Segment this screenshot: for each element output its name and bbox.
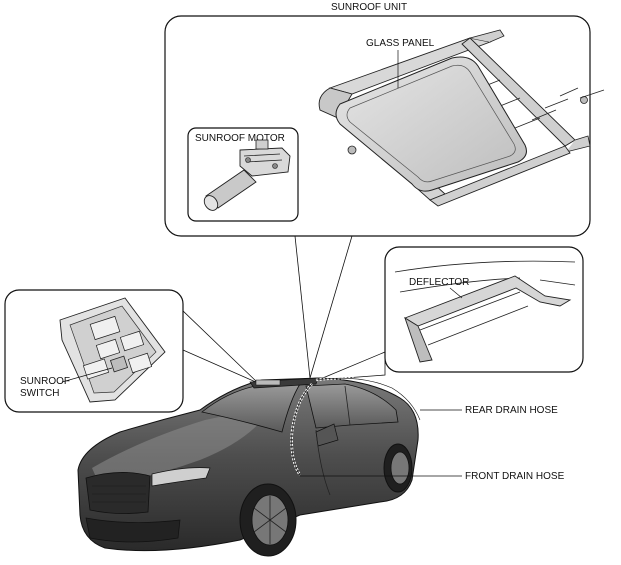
front-drain-hose-outline [291,383,313,476]
deflector-drawing [394,260,576,363]
sunroof-unit-callout: GLASS PANEL SUNROOF MOTOR [164,15,605,237]
sunroof-unit-label: SUNROOF UNIT [331,2,407,13]
overhead-console-drawing [59,297,166,403]
rear-drain-hose-outline [315,377,421,421]
sunroof-switch-label-line2: SWITCH [20,388,59,399]
deflector-callout: DEFLECTOR [384,246,584,373]
deflector-box [384,246,584,373]
deflector-leader [449,287,463,299]
glass-panel [335,56,527,192]
sunroof-motor-label: SUNROOF MOTOR [195,133,285,144]
sunroof-motor-drawing [203,139,291,211]
deflector-label: DEFLECTOR [409,277,469,288]
drain-hoses [290,376,422,476]
front-drain-hose-label: FRONT DRAIN HOSE [465,471,565,482]
callout-connectors [182,151,386,384]
sunroof-switch-label-line1: SUNROOF [20,376,70,387]
rear-drain-hose-label: REAR DRAIN HOSE [465,405,558,416]
sunroof-switch-callout: SUNROOF SWITCH [4,289,184,413]
sunroof-motor-callout: SUNROOF MOTOR [187,127,299,222]
sunroof-switch-leader [61,367,113,383]
sunroof-switch [109,355,129,373]
glass-panel-label: GLASS PANEL [366,38,435,49]
